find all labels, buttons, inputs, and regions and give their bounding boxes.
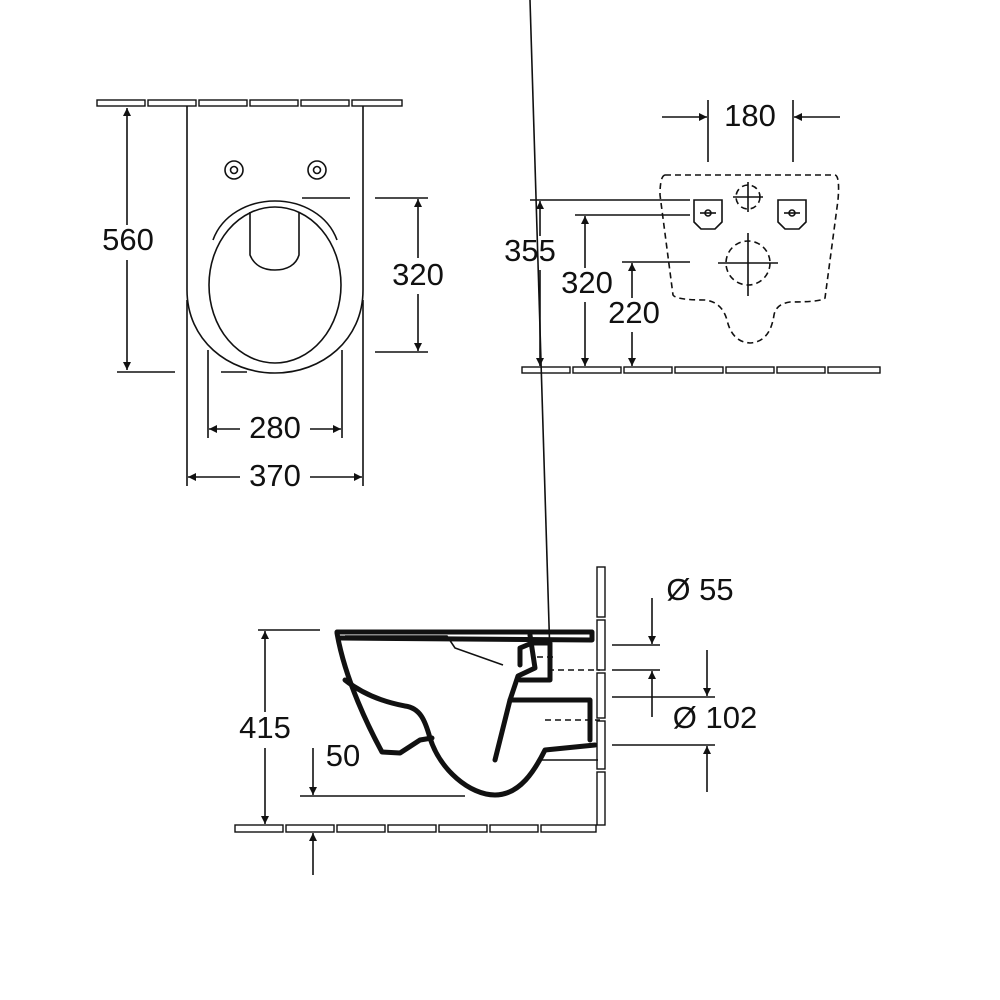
outlet-diameter-dimension: Ø 102 [673, 700, 757, 735]
height-320-dimension: 320 [561, 265, 613, 300]
height-220-dimension: 220 [608, 295, 660, 330]
seat-rim [212, 200, 338, 241]
inlet-crosshair-icon [733, 182, 763, 212]
toilet-section [334, 0, 600, 798]
rear-view: 180 355 320 220 [504, 98, 881, 374]
depth-dimension: 560 [102, 222, 154, 257]
bowl-opening [208, 206, 342, 364]
inner-width-dimension: 280 [249, 410, 301, 445]
plan-view: 560 320 280 370 [96, 99, 444, 493]
outer-width-dimension: 370 [249, 458, 301, 493]
inlet-diameter-dimension: Ø 55 [666, 572, 733, 607]
rim-cutout [249, 212, 300, 271]
floor-tiles [521, 366, 881, 374]
bowl-outline [186, 106, 364, 374]
height-355-dimension: 355 [504, 233, 556, 268]
wall-tiles [96, 99, 403, 107]
seat-depth-dimension: 320 [392, 257, 444, 292]
fixing-bolt-icon [224, 160, 327, 180]
water-depth-dimension: 50 [326, 738, 360, 773]
outlet-crosshair-icon [718, 233, 778, 296]
floor-tiles [234, 824, 597, 833]
mounting-bracket-icon [693, 199, 807, 230]
bolt-spacing-dimension: 180 [724, 98, 776, 133]
rim-height-dimension: 415 [239, 710, 291, 745]
wall-tiles-vertical [596, 566, 606, 826]
mounting-outline [659, 174, 840, 344]
side-view: 415 50 Ø 55 Ø 102 [234, 0, 757, 875]
